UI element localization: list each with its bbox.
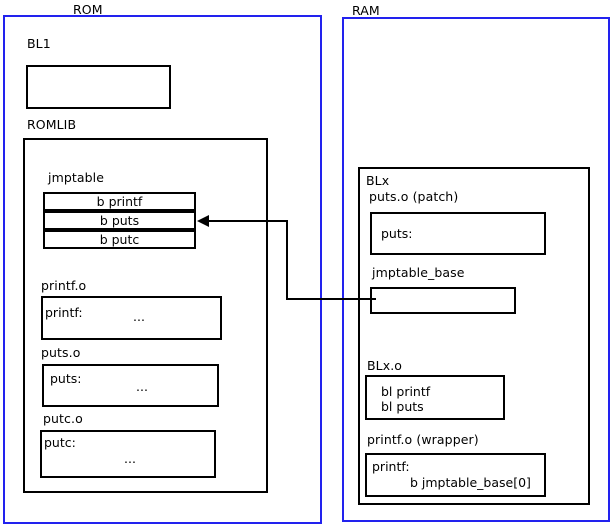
jmptable-entry-1: b puts — [43, 211, 196, 230]
putc-o-symbol: putc: — [44, 435, 76, 450]
jmptable-entry-2-text: b putc — [99, 232, 140, 247]
puts-o-symbol: puts: — [50, 371, 82, 386]
ram-region-title: RAM — [352, 3, 380, 18]
printf-o-symbol: printf: — [45, 305, 83, 320]
jmptable-entry-0: b printf — [43, 192, 196, 211]
putc-o-body: ... — [124, 451, 136, 466]
jmptable-entry-2: b putc — [43, 230, 196, 249]
printf-o-box: printf: ... — [41, 296, 222, 340]
printf-wrapper-symbol: printf: — [372, 459, 410, 474]
puts-patch-box: puts: — [370, 212, 546, 255]
puts-patch-symbol: puts: — [381, 226, 413, 241]
printf-wrapper-branch: b jmptable_base[0] — [410, 475, 531, 490]
romlib-label: ROMLIB — [27, 117, 77, 132]
connector-segment-top — [208, 220, 288, 222]
putc-o-box: putc: ... — [40, 430, 216, 478]
blx-o-line-1: bl printf — [381, 384, 431, 399]
rom-region-title: ROM — [73, 2, 103, 17]
puts-o-body: ... — [136, 379, 148, 394]
jmptable-label: jmptable — [48, 170, 105, 185]
bl1-box — [26, 65, 171, 109]
blx-o-line-2: bl puts — [381, 399, 424, 414]
printf-wrapper-label: printf.o (wrapper) — [367, 432, 479, 447]
connector-arrowhead-icon — [197, 215, 209, 227]
jmptable-entry-0-text: b printf — [96, 194, 143, 209]
blx-o-label: BLx.o — [367, 358, 403, 373]
jmptable-entry-1-text: b puts — [99, 213, 140, 228]
printf-wrapper-box: printf: b jmptable_base[0] — [365, 453, 546, 497]
printf-o-label: printf.o — [41, 278, 87, 293]
puts-o-box: puts: ... — [42, 364, 219, 407]
jmptable-base-box — [370, 287, 516, 314]
printf-o-body: ... — [133, 309, 145, 324]
putc-o-label: putc.o — [43, 411, 83, 426]
bl1-label: BL1 — [27, 36, 51, 51]
connector-segment-bottom — [286, 298, 376, 300]
blx-o-box: bl printf bl puts — [365, 375, 505, 420]
puts-patch-label: puts.o (patch) — [369, 189, 459, 204]
blx-label: BLx — [366, 173, 390, 188]
connector-segment-vertical — [286, 220, 288, 300]
jmptable-base-label: jmptable_base — [372, 265, 465, 280]
puts-o-label: puts.o — [41, 345, 81, 360]
